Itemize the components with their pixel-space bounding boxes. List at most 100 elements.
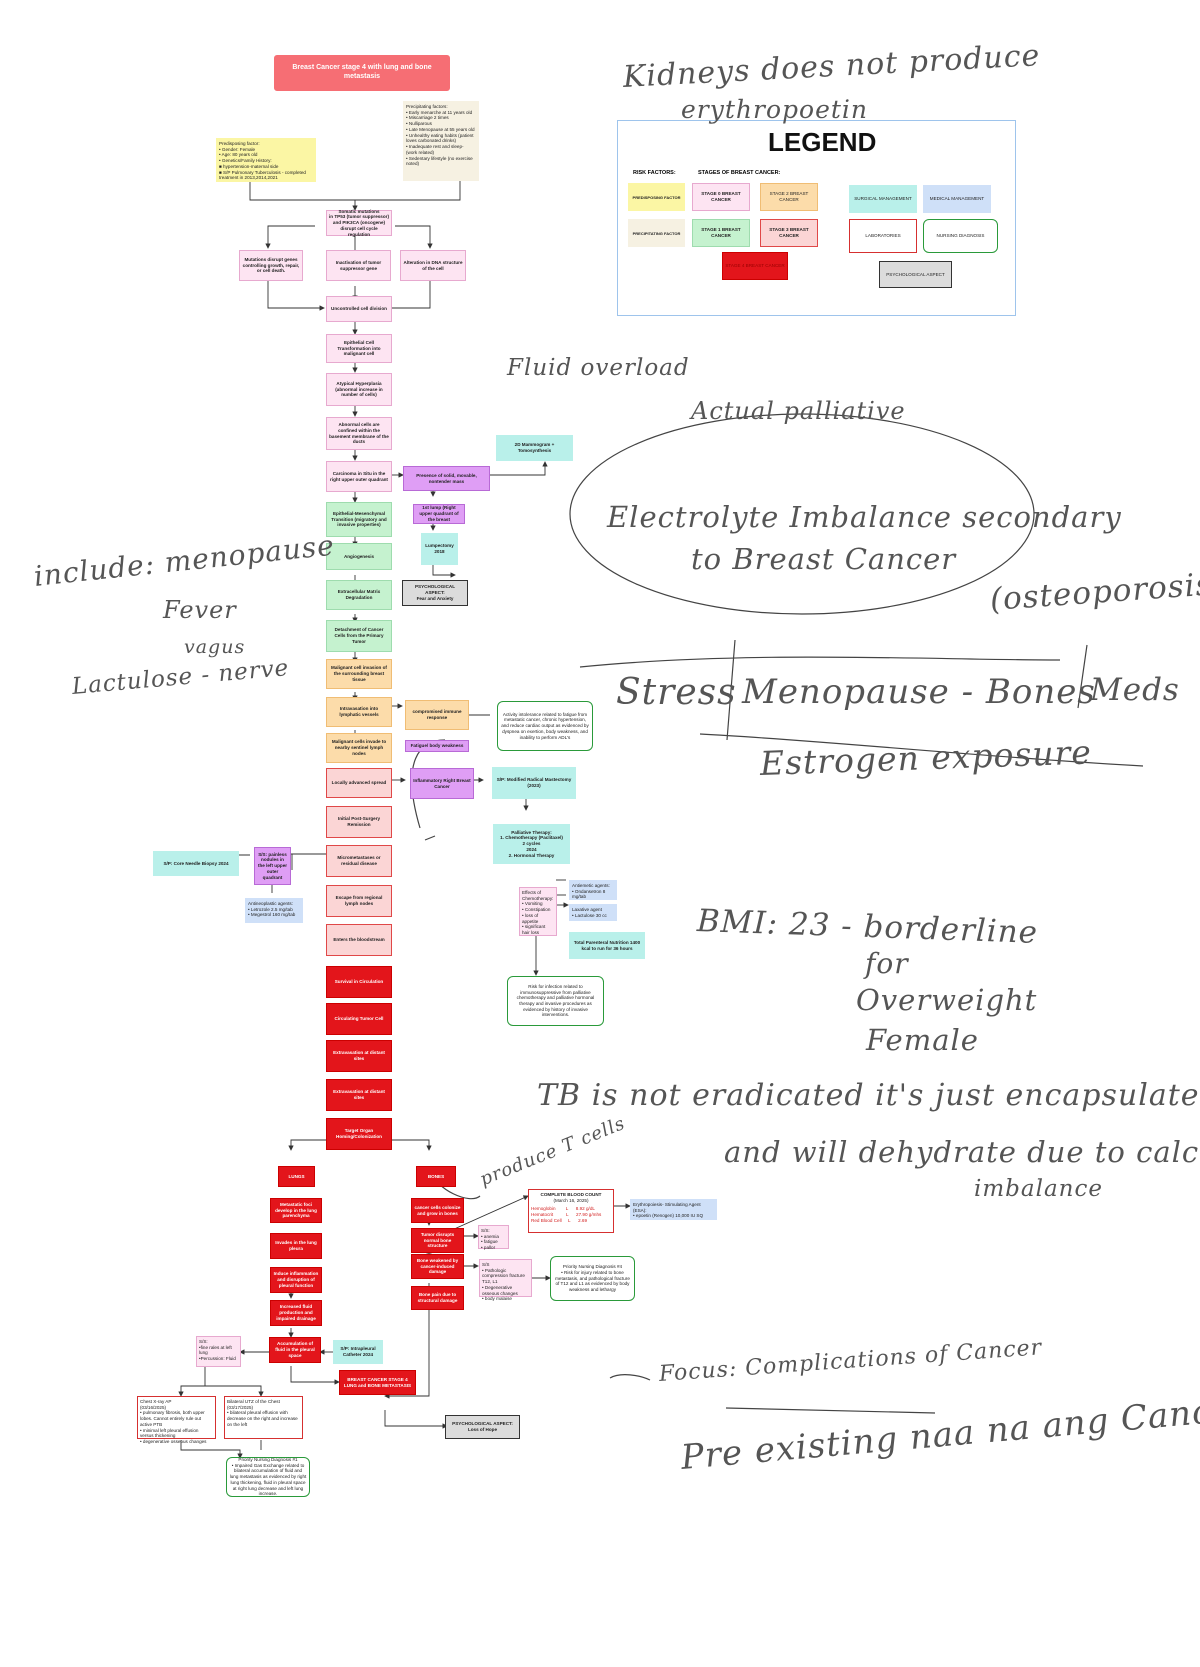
- legend-stage4: STAGE 4 BREAST CANCER: [722, 252, 788, 280]
- lungs-label: LUNGS: [278, 1166, 315, 1187]
- core-needle-biopsy: S/P: Core Needle Biopsy 2024: [153, 851, 239, 876]
- bone-colonize: cancer cells colonize and grow in bones: [411, 1198, 464, 1223]
- lung-fluid-accumulation: Accumulation of fluid in the pleural spa…: [269, 1337, 321, 1363]
- predisposing-factors: Predisposing factor: • Gender: Female • …: [216, 138, 316, 182]
- lumpectomy: Lumpectomy 2018: [421, 533, 458, 565]
- somatic-mutations: Somatic mutations in TP53 (tumor suppres…: [326, 209, 392, 237]
- legend-laboratories: LABORATORIES: [849, 219, 917, 253]
- cbc-rows: Hemoglobin L 8.92 g/dL Hematocrit L 27.9…: [531, 1206, 602, 1223]
- lung-ss: S/S: •fine rales at left lung •Percussio…: [196, 1336, 241, 1367]
- note-tb: TB is not eradicated it's just encapsula…: [537, 1078, 1200, 1113]
- priority-dx-1: Priority Nursing Diagnosis #1 • Impaired…: [226, 1457, 310, 1497]
- legend-stages-heading: STAGES OF BREAST CANCER:: [698, 170, 781, 176]
- epithelial-transformation: Epithelial Cell Transformation into mali…: [326, 334, 392, 363]
- tpn: Total Parenteral Nutrition 1400 kcal to …: [569, 932, 645, 959]
- ss-painless-nodules: S/S: painless nodules in the left upper …: [254, 847, 291, 885]
- escape-lymph-nodes: Escape from regional lymph nodes: [326, 885, 392, 917]
- note-stress: Stress: [616, 672, 737, 713]
- note-female: Female: [866, 1023, 979, 1057]
- legend-stage3: STAGE 3 BREAST CANCER: [760, 219, 818, 247]
- note-menopause-bones: Menopause - Bones: [742, 672, 1096, 712]
- sentinel-lymph-nodes: Malignant cells invade to nearby sentine…: [326, 733, 392, 763]
- micrometastases: Micrometastases or residual disease: [326, 845, 392, 877]
- note-electrolyte: Electrolyte Imbalance secondary: [607, 500, 1122, 534]
- legend-stage1: STAGE 1 BREAST CANCER: [692, 219, 750, 247]
- initial-post-surgery-remission: Initial Post-Surgery Remission: [326, 806, 392, 838]
- lung-inflammation: Induce inflammation and disruption of pl…: [270, 1267, 322, 1293]
- target-organ-homing: Target Organ Homing/Colonization: [326, 1118, 392, 1150]
- risk-infection-dx: Risk for infection related to immunosupp…: [507, 976, 604, 1026]
- ecm-degradation: Extracellular Matrix Degradation: [326, 580, 392, 610]
- priority-dx-4: Priority Nursing Diagnosis #4 • Risk for…: [550, 1256, 635, 1301]
- legend-box: LEGEND RISK FACTORS: STAGES OF BREAST CA…: [617, 120, 1016, 316]
- cbc-date: (March 16, 2025): [553, 1197, 589, 1203]
- extravasation-2: Extravasation at distant sites: [326, 1079, 392, 1111]
- legend-nursing: NURSING DIAGNOSIS: [923, 219, 998, 253]
- legend-title: LEGEND: [768, 127, 877, 157]
- legend-stage0: STAGE 0 BREAST CANCER: [692, 183, 750, 211]
- detachment-cancer-cells: Detachment of Cancer Cells from the Prim…: [326, 620, 392, 652]
- atypical-hyperplasia: Atypical Hyperplasia (abnormal increase …: [326, 373, 392, 406]
- psych-loss-of-hope: PSYCHOLOGICAL ASPECT: Loss of Hope: [445, 1415, 520, 1439]
- bone-weakened: Bone weakened by cancer-induced damage: [411, 1254, 464, 1279]
- legend-predisposing: PREDISPOSING FACTOR: [628, 183, 685, 211]
- bone-disrupts-structure: Tumor disrupts normal bone structure: [411, 1228, 464, 1253]
- chest-utz: Bilateral UTZ of the Chest (03/17/2025) …: [224, 1396, 303, 1439]
- antineoplastic-agents: Antineoplastic agents: • Letrozole 2.5 m…: [245, 898, 303, 923]
- intrapleural-catheter: S/P: Intrapleural Catheter 2024: [333, 1340, 383, 1364]
- map-title: Breast Cancer stage 4 with lung and bone…: [274, 55, 450, 91]
- chest-xray: Chest X-ray AP (03/16/2025) • pulmonary …: [137, 1396, 216, 1444]
- bone-pain: Bone pain due to structural damage: [411, 1286, 464, 1310]
- mutations-disrupt-genes: Mutations disrupt genes controlling grow…: [239, 250, 303, 281]
- note-for: for: [865, 947, 909, 980]
- fatigue-weakness: Fatigue/ body weakness: [405, 740, 469, 752]
- bone-ss-fracture: S/S • Pathologic compression fracture T1…: [479, 1259, 532, 1301]
- cbc-title: COMPLETE BLOOD COUNT: [540, 1192, 602, 1197]
- circulating-tumor-cell: Circulating Tumor Cell: [326, 1003, 392, 1035]
- cbc-lab: COMPLETE BLOOD COUNT (March 16, 2025) He…: [528, 1189, 614, 1233]
- abnormal-cells-confined: Abnormal cells are confined within the b…: [326, 417, 392, 450]
- legend-surgical: SURGICAL MANAGEMENT: [849, 185, 917, 213]
- activity-intolerance-dx: Activity intolerance related to fatigue …: [497, 701, 593, 751]
- legend-medical: MEDICAL MANAGEMENT: [923, 185, 991, 213]
- enters-bloodstream: Enters the bloodstream: [326, 924, 392, 956]
- mammogram: 2D Mammogram + Tomosynthesis: [496, 435, 573, 461]
- antiemetic-agents: Antiemetic agents: • Ondansetron 8 mg/ta…: [569, 880, 617, 900]
- alteration-dna-structure: Alteration in DNA structure of the cell: [400, 250, 466, 281]
- lung-metastatic-foci: Metastatic foci develop in the lung pare…: [270, 1198, 322, 1223]
- legend-risk-factors: RISK FACTORS:: [633, 170, 676, 176]
- effects-chemotherapy: Effects of Chemotherapy: • Vomiting • Co…: [519, 887, 557, 936]
- note-overweight: Overweight: [856, 983, 1038, 1017]
- note-erythropoetin: erythropoetin: [681, 95, 869, 124]
- note-imbalance: imbalance: [974, 1176, 1103, 1202]
- carcinoma-in-situ: Carcinoma in Situ in the right upper out…: [326, 461, 392, 492]
- inflammatory-breast-cancer: Inflammatory Right Breast Cancer: [410, 768, 474, 799]
- modified-radical-mastectomy: S/P: Modified Radical Mastectomy (2023): [492, 767, 576, 799]
- intravasation: Intravasation into lymphatic vessels: [326, 697, 392, 727]
- first-lump: 1st lump (Right upper quadrant of the br…: [413, 504, 465, 524]
- legend-precipitating: PRECIPITATING FACTOR: [628, 219, 685, 247]
- survival-in-circulation: Survival in Circulation: [326, 966, 392, 998]
- inactivation-tumor-suppressor: Inactivation of tumor suppressor gene: [326, 250, 391, 281]
- presence-of-mass: Presence of solid, movable, nontender ma…: [403, 466, 490, 491]
- locally-advanced-spread: Locally advanced spread: [326, 768, 392, 798]
- emt: Epithelial-Mesenchymal Transition (migra…: [326, 502, 392, 537]
- stage-4-final: BREAST CANCER STAGE 4 LUNG and BONE META…: [339, 1370, 416, 1395]
- compromised-immune: compromised immune response: [405, 700, 469, 730]
- note-vagus: vagus: [184, 636, 246, 658]
- lung-pleura-invasion: Invades in the lung pleura: [270, 1233, 322, 1259]
- uncontrolled-cell-division: Uncontrolled cell division: [326, 296, 392, 322]
- note-meds: Meds: [1090, 672, 1180, 708]
- palliative-therapy: Palliative Therapy: 1. Chemotherapy (Pac…: [493, 824, 570, 864]
- legend-stage2: STAGE 2 BREAST CANCER: [760, 183, 818, 211]
- legend-psych: PSYCHOLOGICAL ASPECT: [879, 261, 952, 288]
- note-to-breast-cancer: to Breast Cancer: [691, 542, 957, 576]
- laxative-agent: Laxative agent • Lactulose 30 cc: [569, 904, 617, 921]
- esa-agent: Erythropoiesis- Stimulating Agent (ESA):…: [630, 1199, 717, 1220]
- malignant-invasion: Malignant cell invasion of the surroundi…: [326, 659, 392, 689]
- note-fever: Fever: [163, 596, 237, 624]
- precipitating-factors: Precipitating factors: • Early menarche …: [403, 101, 479, 181]
- bone-ss-anemia: S/S: • anemia • fatigue • pallor: [478, 1225, 509, 1250]
- lung-fluid-production: Increased fluid production and impaired …: [270, 1300, 322, 1326]
